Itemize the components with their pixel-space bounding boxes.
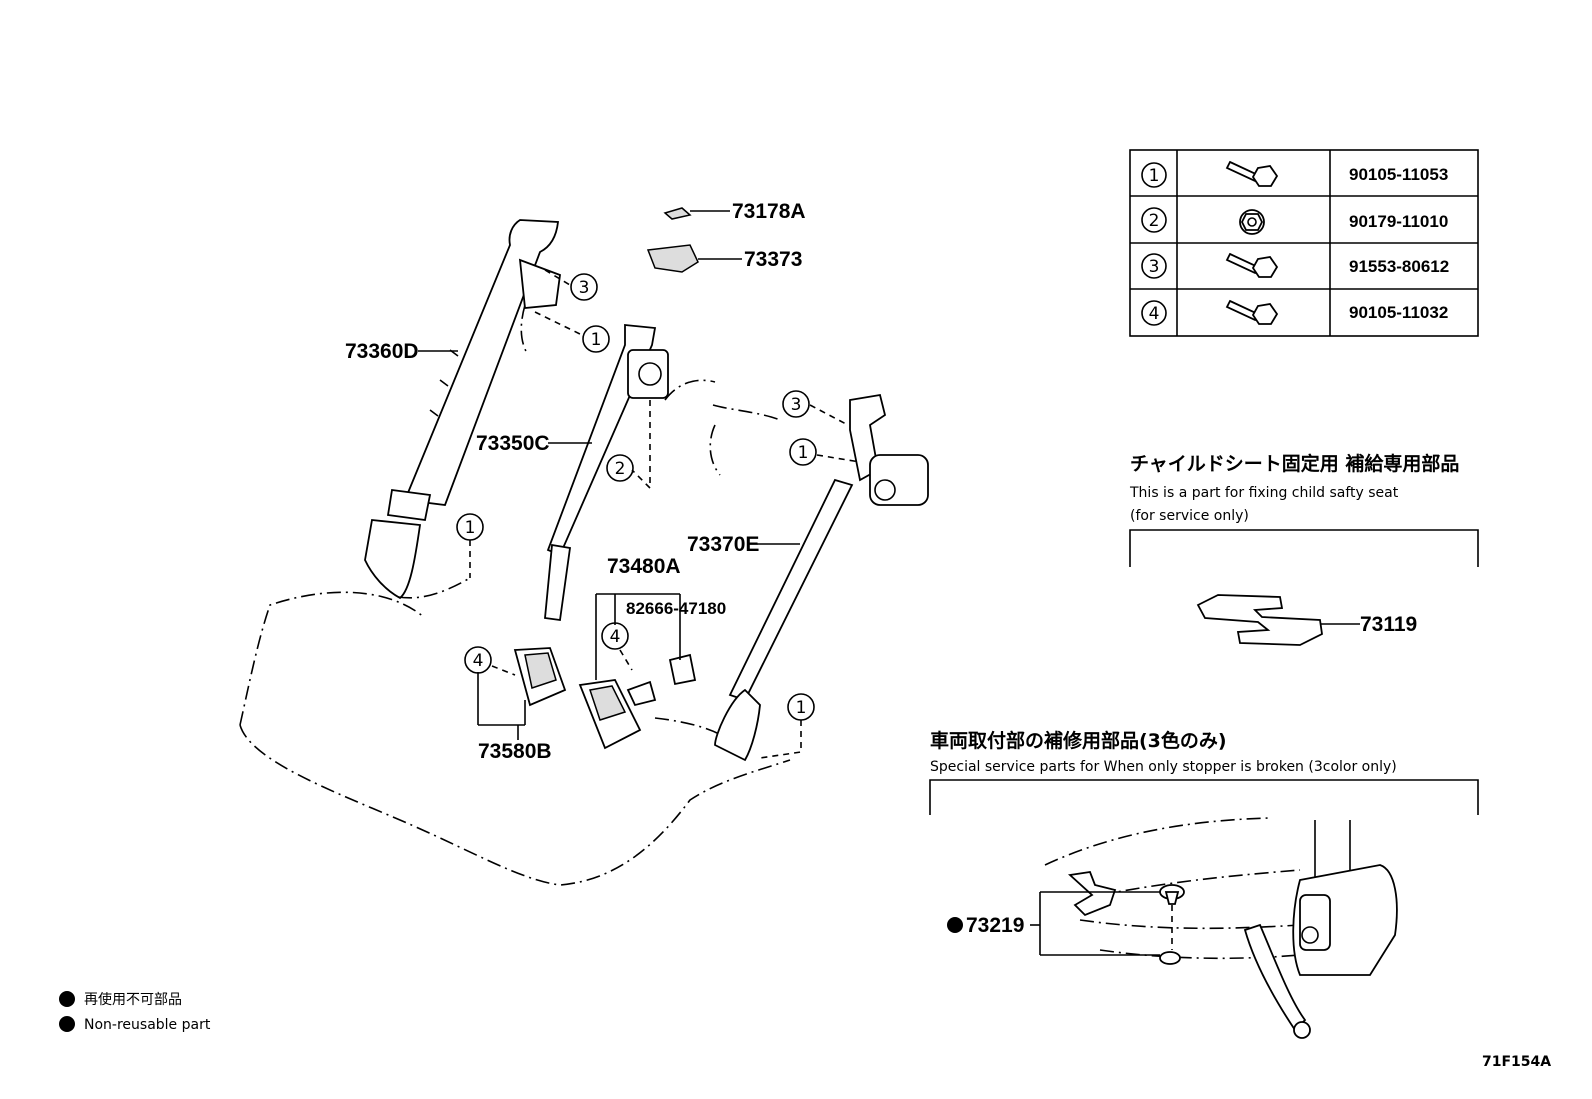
child-seat-note-jp: チャイルドシート固定用 補給専用部品 <box>1130 452 1459 475</box>
part-label-73350C: 73350C <box>476 432 550 455</box>
callout-3-circle <box>782 390 810 418</box>
svg-text:2: 2 <box>615 459 626 479</box>
stopper-note-en: Special service parts for When only stop… <box>930 759 1397 775</box>
svg-text:4: 4 <box>473 651 484 671</box>
part-label-73580B: 73580B <box>478 740 552 763</box>
svg-text:1: 1 <box>591 330 602 350</box>
fastener-table: 1 90105-11053 2 90179-11010 3 9 <box>1129 149 1479 337</box>
fastener-callouts: 3 1 2 1 3 1 1 4 4 <box>456 269 861 759</box>
svg-text:3: 3 <box>579 278 590 298</box>
callout-73350C: 73350C <box>476 432 592 455</box>
svg-text:3: 3 <box>1149 257 1160 277</box>
callout-73370E: 73370E <box>687 533 800 556</box>
buckle-73580B[interactable]: 73580B <box>477 647 567 763</box>
non-reusable-mark-icon <box>59 991 75 1007</box>
flange-bolt-icon <box>1225 252 1279 278</box>
callout-3-circle <box>570 273 598 301</box>
part-label-82666-47180: 82666-47180 <box>626 599 726 618</box>
stopper-repair-section: 車両取付部の補修用部品(3色のみ) Special service parts … <box>929 729 1479 1039</box>
callout-1-circle <box>789 438 817 466</box>
part-label-73360D: 73360D <box>345 340 419 363</box>
part-label-73370E: 73370E <box>687 533 759 556</box>
child-seat-bracket-73119[interactable] <box>1196 594 1323 646</box>
child-seat-note-en-2: (for service only) <box>1130 508 1249 524</box>
part-73178A-clip[interactable]: 73178A <box>663 200 806 223</box>
non-reusable-mark-icon <box>947 917 963 933</box>
child-seat-note-en: This is a part for fixing child safty se… <box>1129 485 1399 501</box>
callout-1-circle <box>787 693 815 721</box>
svg-text:1: 1 <box>1149 166 1160 186</box>
part-label-73178A: 73178A <box>732 200 806 223</box>
stopper-note-jp: 車両取付部の補修用部品(3色のみ) <box>930 729 1227 752</box>
svg-text:90105-11032: 90105-11032 <box>1349 303 1448 322</box>
part-label-73119: 73119 <box>1360 613 1417 636</box>
legend: 再使用不可部品 Non-reusable part <box>59 991 211 1033</box>
outer-seat-belt-right[interactable] <box>714 393 929 762</box>
svg-text:3: 3 <box>791 395 802 415</box>
figure-code: 71F154A <box>1482 1054 1551 1070</box>
outer-seat-belt-left[interactable] <box>364 219 561 600</box>
buckle-73480A[interactable]: 73480A 82666-47180 <box>578 555 726 750</box>
part-label-73219: 73219 <box>966 914 1024 937</box>
table-row: 2 90179-11010 <box>1141 207 1448 235</box>
retractor-phantom <box>1044 817 1398 1039</box>
svg-text:90105-11053: 90105-11053 <box>1349 165 1448 184</box>
legend-jp: 再使用不可部品 <box>84 991 182 1008</box>
flange-nut-icon <box>1239 209 1265 235</box>
svg-text:4: 4 <box>1149 304 1160 324</box>
part-label-73480A: 73480A <box>607 555 681 578</box>
legend-en: Non-reusable part <box>84 1017 211 1033</box>
callout-2-circle <box>606 454 634 482</box>
table-row: 1 90105-11053 <box>1141 160 1448 188</box>
rear-seat-outline <box>239 304 791 886</box>
flange-bolt-icon <box>1225 299 1279 325</box>
table-row: 4 90105-11032 <box>1141 299 1448 326</box>
svg-text:1: 1 <box>796 698 807 718</box>
svg-text:1: 1 <box>798 443 809 463</box>
center-seat-belt[interactable] <box>544 324 669 622</box>
svg-text:1: 1 <box>465 518 476 538</box>
callout-73360D: 73360D <box>345 340 458 363</box>
callout-4-circle <box>464 646 492 674</box>
callout-4-circle <box>601 622 629 650</box>
callout-1-circle <box>582 325 610 353</box>
table-row: 3 91553-80612 <box>1141 252 1449 279</box>
svg-text:4: 4 <box>610 627 621 647</box>
child-seat-anchor-section: チャイルドシート固定用 補給専用部品 This is a part for fi… <box>1129 452 1479 646</box>
part-73373-cover[interactable]: 73373 <box>646 244 802 273</box>
svg-text:2: 2 <box>1149 211 1160 231</box>
svg-text:90179-11010: 90179-11010 <box>1349 212 1448 231</box>
svg-text:91553-80612: 91553-80612 <box>1349 257 1449 276</box>
non-reusable-mark-icon <box>59 1016 75 1032</box>
callout-1-circle <box>456 513 484 541</box>
stopper-button-73219[interactable] <box>1067 871 1185 965</box>
part-label-73373: 73373 <box>744 248 802 271</box>
flange-bolt-icon <box>1225 160 1279 187</box>
